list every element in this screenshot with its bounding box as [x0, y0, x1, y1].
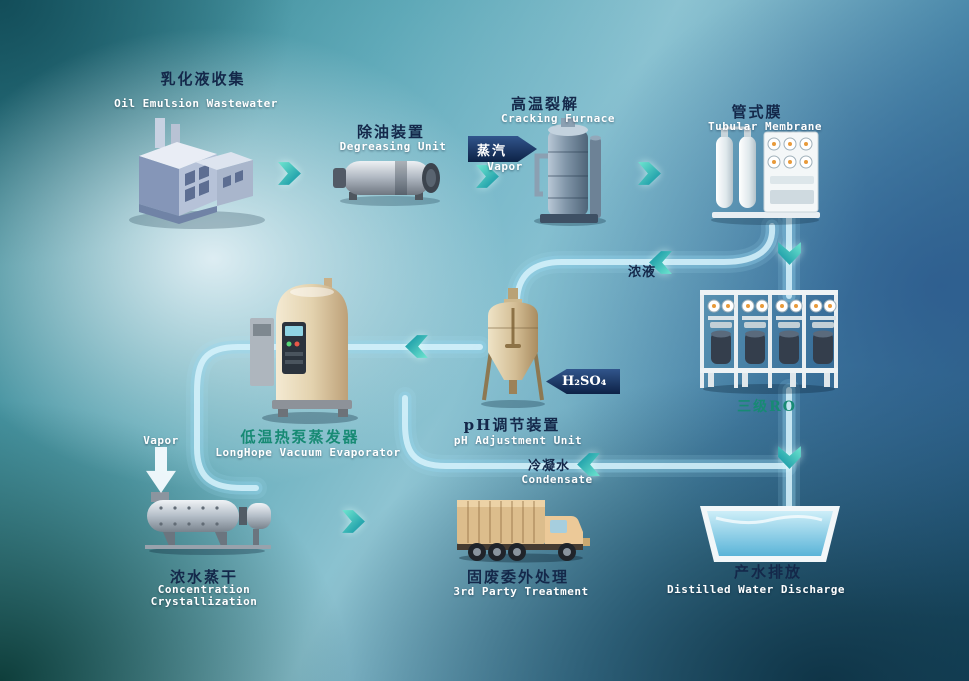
degreasing-label-en: Degreasing Unit	[339, 140, 447, 153]
cracking-furnace-icon	[520, 118, 615, 228]
vapor-dryer-label: Vapor	[143, 434, 179, 447]
pool-label-en: Distilled Water Discharge	[666, 583, 846, 596]
evaporator-label-cn: 低温热泵蒸发器	[240, 428, 360, 446]
cracking-label-cn: 高温裂解	[510, 95, 580, 113]
dryer-label-en: Concentration Crystallization	[151, 584, 258, 608]
truck-label-cn: 固废委外处理	[466, 568, 570, 586]
dryer-label-en-line1: Concentration	[157, 583, 251, 596]
cracking-label-en: Cracking Furnace	[501, 112, 615, 125]
chevron-dryer-to-truck-icon	[340, 508, 366, 534]
tubular-membrane-icon	[708, 122, 823, 227]
discharge-pool-icon	[700, 506, 840, 566]
degreasing-label-cn: 除油装置	[356, 123, 426, 141]
collection-label-en: Oil Emulsion Wastewater	[114, 97, 278, 110]
membrane-label-cn: 管式膜	[731, 103, 783, 121]
chevron-ph-to-evaporator-icon	[404, 334, 430, 360]
ph-label-cn: pH调节装置	[463, 416, 561, 434]
dryer-label-cn: 浓水蒸干	[169, 568, 239, 586]
concentrate-label: 浓液	[627, 265, 657, 280]
degreaser-icon	[333, 152, 448, 207]
collection-label-cn: 乳化液收集	[160, 70, 246, 88]
truck-icon	[455, 498, 591, 564]
pool-label-cn: 产水排放	[733, 563, 803, 581]
evaporator-label-en: LongHope Vacuum Evaporator	[215, 446, 401, 459]
dryer-icon	[145, 492, 275, 556]
steam-arrow-sublabel: Vapor	[487, 160, 523, 173]
evaporator-icon	[250, 278, 358, 426]
steam-arrow-label: 蒸汽	[477, 143, 508, 159]
ph-label-en: pH Adjustment Unit	[453, 434, 583, 447]
h2so4-arrow-label: H₂SO₄	[562, 374, 607, 389]
dryer-label-en-line2: Crystallization	[150, 595, 258, 608]
ph-vessel-icon	[478, 288, 548, 410]
chevron-membrane-to-ro-icon	[777, 240, 803, 266]
condensate-label-cn: 冷凝水	[527, 459, 571, 474]
truck-label-en: 3rd Party Treatment	[453, 585, 589, 598]
factory-icon	[125, 112, 270, 230]
membrane-label-en: Tubular Membrane	[708, 120, 822, 133]
chevron-collection-to-degreasing-icon	[276, 160, 302, 186]
chevron-cracking-to-membrane-icon	[636, 160, 662, 186]
ro-unit-icon	[698, 288, 840, 396]
chevron-ro-to-pool-icon	[777, 444, 803, 470]
ro-label: 三级RO	[737, 399, 797, 415]
condensate-label-en: Condensate	[521, 473, 593, 486]
